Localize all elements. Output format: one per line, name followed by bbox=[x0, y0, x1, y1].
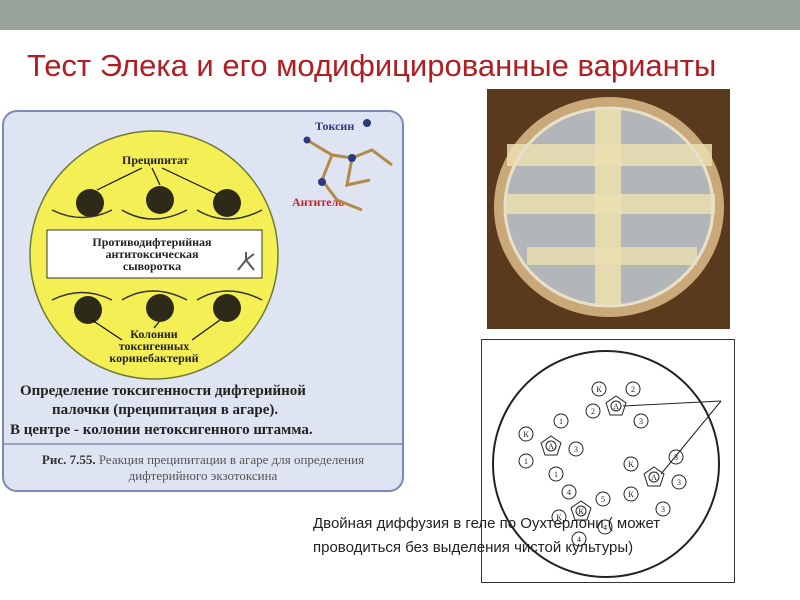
toxin-label: Токсин bbox=[315, 119, 354, 133]
antibody-icon bbox=[237, 252, 255, 271]
gel-plate bbox=[492, 350, 720, 578]
petri-dish-photo bbox=[487, 89, 730, 329]
precipitation-line bbox=[196, 290, 263, 301]
colony bbox=[213, 294, 241, 322]
well-label: К bbox=[596, 385, 602, 394]
top-banner bbox=[0, 0, 800, 30]
well-label: 4 bbox=[603, 523, 607, 532]
serum-label-3: сыворотка bbox=[123, 259, 181, 273]
figure-caption: Рис. 7.55. Реакция преципитации в агаре … bbox=[4, 452, 402, 492]
well-label: А bbox=[651, 473, 657, 482]
serum-label-2: антитоксическая bbox=[105, 247, 199, 261]
colony bbox=[74, 296, 102, 324]
well-label: К bbox=[556, 513, 562, 522]
ouchterlony-line-2: проводиться без выделения чистой культур… bbox=[313, 539, 634, 556]
ouchterlony-line-1: Двойная диффузия в геле по Оухтерлони ( … bbox=[313, 515, 660, 532]
well-label: 3 bbox=[674, 453, 678, 462]
serum-strip bbox=[46, 229, 263, 279]
serum-label-1: Противодифтерийная bbox=[92, 235, 212, 249]
precipitation-line bbox=[196, 209, 263, 220]
well-label: 2 bbox=[591, 407, 595, 416]
well-label: 4 bbox=[577, 535, 581, 544]
well-label: 1 bbox=[559, 417, 563, 426]
well-label: 5 bbox=[601, 495, 605, 504]
precipitation-line bbox=[121, 209, 188, 220]
well-label: 4 bbox=[567, 488, 571, 497]
colony bbox=[146, 294, 174, 322]
well-label: А bbox=[613, 402, 619, 411]
caption-text-1: Реакция преципитации в агаре для определ… bbox=[98, 452, 365, 467]
well-label: 1 bbox=[524, 457, 528, 466]
colonies-label-1: Колонии bbox=[130, 327, 178, 341]
precipitation-line bbox=[51, 291, 113, 301]
caption-number: Рис. 7.55. bbox=[41, 452, 96, 467]
colony bbox=[146, 186, 174, 214]
description-line-2: палочки (преципитация в агаре). bbox=[52, 402, 278, 418]
description-line-3: В центре - колонии нетоксигенного штамма… bbox=[10, 422, 313, 438]
well-label: 3 bbox=[677, 478, 681, 487]
slide-title: Тест Элека и его модифицированные вариан… bbox=[27, 48, 717, 83]
well-label: К bbox=[628, 460, 634, 469]
precipitation-line bbox=[51, 209, 113, 219]
colony bbox=[213, 189, 241, 217]
well-label: 1 bbox=[554, 470, 558, 479]
well-label: 2 bbox=[631, 385, 635, 394]
petri-dish-image bbox=[487, 89, 730, 329]
caption-text-2: дифтерийного экзотоксина bbox=[128, 468, 278, 483]
antibody-label: Антитело bbox=[292, 195, 344, 209]
description-line-1: Определение токсигенности дифтерийной bbox=[20, 383, 306, 399]
ouchterlony-description: Двойная диффузия в геле по Оухтерлони ( … bbox=[313, 512, 660, 560]
well-label: К bbox=[628, 490, 634, 499]
precipitation-line bbox=[121, 290, 188, 301]
well-label: 3 bbox=[574, 445, 578, 454]
colonies-label-3: коринебактерий bbox=[109, 351, 198, 365]
precipitate-label: Преципитат bbox=[122, 153, 189, 167]
well-label: 3 bbox=[639, 417, 643, 426]
well-label: А bbox=[548, 442, 554, 451]
colonies-label-2: токсигенных bbox=[119, 339, 189, 353]
colony bbox=[76, 189, 104, 217]
well-label: К bbox=[578, 507, 584, 516]
well-label: 3 bbox=[661, 505, 665, 514]
ouchterlony-scheme: К 2 А 3 1 2 3 К А 1 К 1 3 К А 3 4 4 К 5 … bbox=[481, 339, 735, 583]
colonies-arrows bbox=[91, 319, 221, 341]
precipitation-figure: Противодифтерийная антитоксическая сывор… bbox=[2, 110, 405, 493]
well-label: К bbox=[523, 430, 529, 439]
precipitation-diagram: Противодифтерийная антитоксическая сывор… bbox=[2, 110, 404, 492]
ouchterlony-diagram: К 2 А 3 1 2 3 К А 1 К 1 3 К А 3 4 4 К 5 … bbox=[481, 339, 735, 583]
precipitate-arrows bbox=[96, 167, 218, 195]
